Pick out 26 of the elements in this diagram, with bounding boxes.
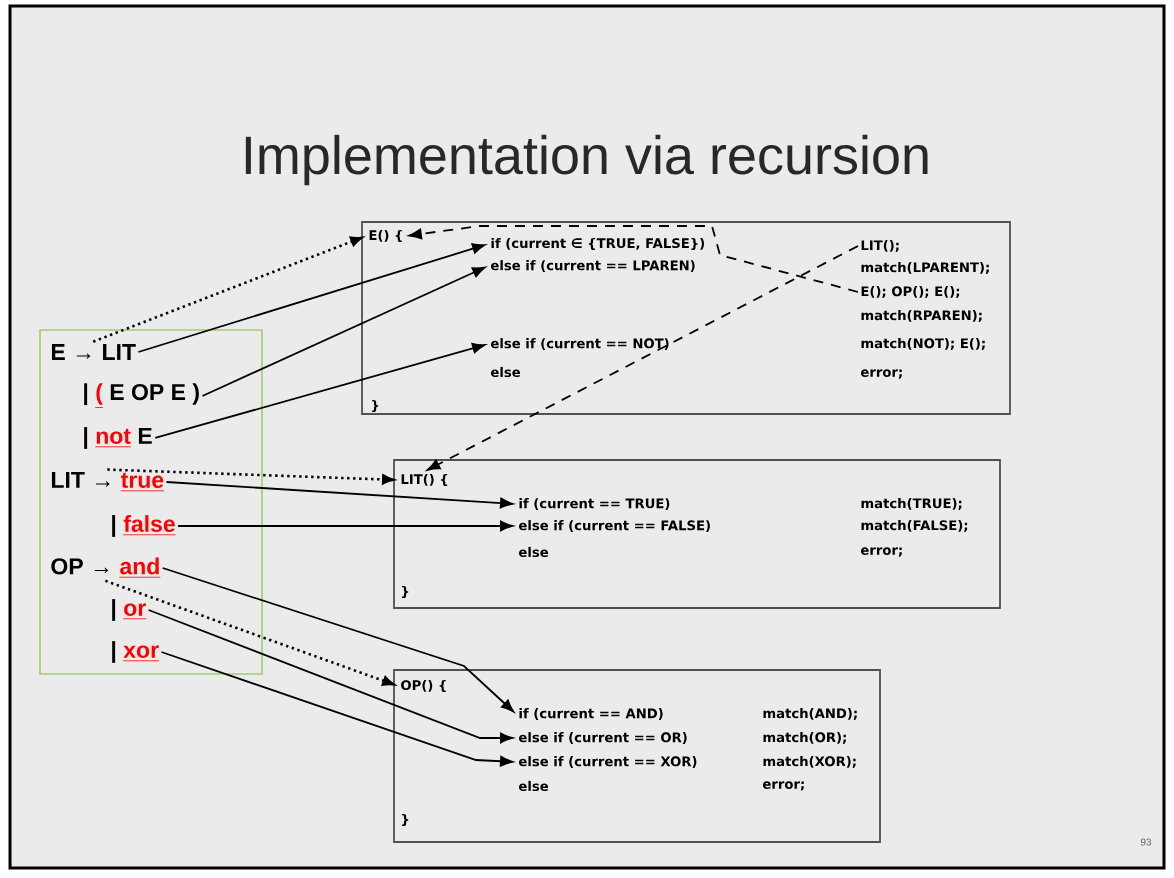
arrow: [161, 567, 515, 713]
arrow: [165, 481, 514, 509]
arrow: [147, 609, 514, 744]
arrow: [104, 579, 395, 686]
grammar-rule: | xor: [112, 641, 160, 663]
arrow: [160, 651, 514, 767]
arrow: [92, 236, 363, 343]
arrow: [137, 243, 486, 353]
code-box: [393, 459, 1001, 609]
grammar-rule: OP → and: [51, 557, 161, 578]
code-box: [361, 221, 1011, 415]
code-box: [393, 669, 881, 843]
arrow: [201, 266, 486, 397]
arrow: [427, 245, 859, 471]
grammar-rule: | ( E OP E ): [84, 383, 199, 408]
arrow: [154, 342, 486, 439]
grammar-box: [39, 329, 263, 675]
arrow: [107, 468, 394, 485]
grammar-rule: | not E: [84, 427, 152, 449]
grammar-rule: | or: [112, 599, 147, 621]
grammar-rule: LIT → true: [51, 472, 165, 492]
grammar-rule: | false: [112, 515, 177, 537]
arrow: [408, 225, 859, 293]
arrow: [177, 520, 514, 532]
grammar-rule: E → LIT: [51, 344, 136, 360]
title: Implementation via recursion: [245, 134, 928, 186]
